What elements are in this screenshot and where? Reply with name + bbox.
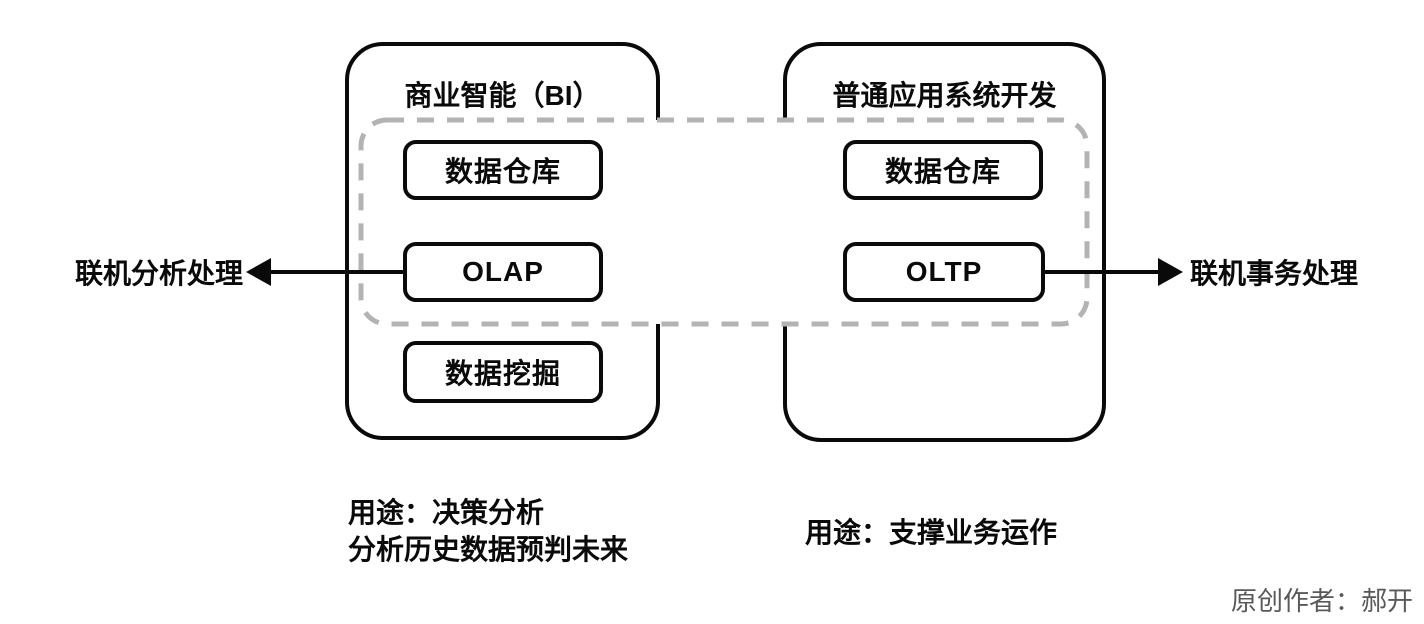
- olap-arrow-label: 联机分析处理: [74, 258, 243, 289]
- bi-usage-caption: 用途：决策分析 分析历史数据预判未来: [348, 494, 628, 568]
- arrowhead-left-icon: [246, 258, 271, 286]
- olap-arrow-line: [270, 270, 404, 274]
- bi-usage-caption-line1: 用途：决策分析: [348, 497, 545, 528]
- bi-data-warehouse-box: 数据仓库: [403, 140, 603, 200]
- oltp-arrow-line: [1044, 270, 1159, 274]
- bi-panel-title: 商业智能（BI）: [404, 80, 601, 111]
- app-data-warehouse-box: 数据仓库: [843, 140, 1043, 200]
- data-mining-box: 数据挖掘: [403, 341, 603, 403]
- author-credit: 原创作者：郝开: [1230, 586, 1413, 616]
- arrowhead-right-icon: [1158, 258, 1183, 286]
- olap-box: OLAP: [403, 242, 603, 302]
- app-usage-caption: 用途：支撑业务运作: [805, 517, 1058, 548]
- app-dev-panel-title: 普通应用系统开发: [832, 80, 1057, 111]
- oltp-box: OLTP: [843, 242, 1045, 302]
- bi-usage-caption-line2: 分析历史数据预判未来: [348, 534, 629, 565]
- oltp-arrow-label: 联机事务处理: [1190, 258, 1359, 289]
